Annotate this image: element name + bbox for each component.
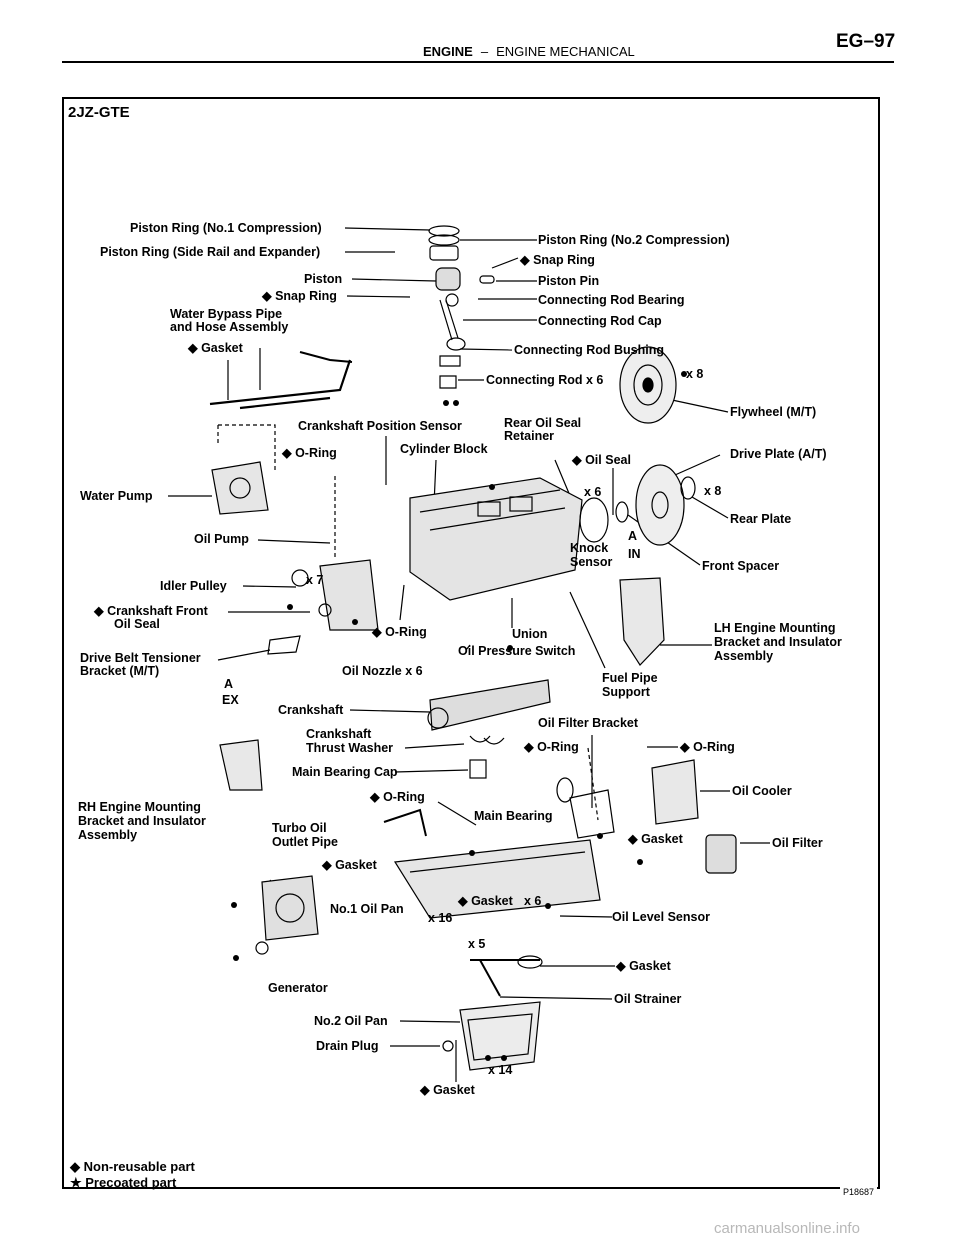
label-conrod-bearing: Connecting Rod Bearing bbox=[538, 293, 685, 307]
label-main-bearing-cap: Main Bearing Cap bbox=[292, 765, 398, 779]
label-lh-mount-2: Bracket and Insulator bbox=[714, 635, 842, 649]
label-oring-block: ◆ O-Ring bbox=[372, 625, 427, 639]
label-snap-ring-right: ◆ Snap Ring bbox=[520, 253, 595, 267]
label-rh-mount-2: Bracket and Insulator bbox=[78, 814, 206, 828]
label-x16: x 16 bbox=[428, 911, 453, 925]
watermark: carmanualsonline.info bbox=[714, 1220, 860, 1237]
label-x7: x 7 bbox=[306, 573, 324, 587]
label-crank-front-seal-2: Oil Seal bbox=[114, 617, 160, 631]
label-idler-pulley: Idler Pulley bbox=[160, 579, 227, 593]
label-gasket-cooler: ◆ Gasket bbox=[628, 832, 683, 846]
label-no2-oil-pan: No.2 Oil Pan bbox=[314, 1014, 388, 1028]
label-gasket-water-pipe: ◆ Gasket bbox=[188, 341, 243, 355]
label-oil-nozzle: Oil Nozzle x 6 bbox=[342, 664, 423, 678]
label-conrod-cap: Connecting Rod Cap bbox=[538, 314, 662, 328]
label-gasket-drain: ◆ Gasket bbox=[420, 1083, 475, 1097]
label-piston: Piston bbox=[304, 272, 343, 286]
label-oil-strainer: Oil Strainer bbox=[614, 992, 682, 1006]
label-conrod: Connecting Rod x 6 bbox=[486, 373, 604, 387]
label-piston-ring-side-rail: Piston Ring (Side Rail and Expander) bbox=[100, 245, 321, 259]
legend: ◆ Non-reusable part ★ Precoated part bbox=[70, 1159, 195, 1191]
label-oil-pressure-switch: Oil Pressure Switch bbox=[458, 644, 576, 658]
label-gasket-pan: ◆ Gasket bbox=[458, 894, 513, 908]
label-piston-ring-no2: Piston Ring (No.2 Compression) bbox=[538, 233, 730, 247]
label-piston-pin: Piston Pin bbox=[538, 274, 600, 288]
label-exhaust-side: EX bbox=[222, 693, 239, 707]
header-separator: – bbox=[480, 44, 489, 59]
label-oil-level-sensor: Oil Level Sensor bbox=[612, 910, 710, 924]
legend-precoated: ★ Precoated part bbox=[70, 1175, 177, 1190]
header-title: ENGINE–ENGINE MECHANICAL bbox=[423, 44, 635, 59]
label-oil-seal: ◆ Oil Seal bbox=[572, 453, 631, 467]
label-x14: x 14 bbox=[488, 1063, 513, 1077]
label-flywheel: Flywheel (M/T) bbox=[730, 405, 817, 419]
label-rh-mount: RH Engine Mounting bbox=[78, 800, 201, 814]
label-knock: Knock bbox=[570, 541, 609, 555]
legend-non-reusable: ◆ Non-reusable part bbox=[70, 1159, 195, 1174]
label-water-bypass-pipe: Water Bypass Pipe bbox=[170, 307, 283, 321]
label-generator: Generator bbox=[268, 981, 328, 995]
label-fuel-pipe-support: Support bbox=[602, 685, 650, 699]
label-turbo-oil: Turbo Oil bbox=[272, 821, 327, 835]
label-piston-ring-no1: Piston Ring (No.1 Compression) bbox=[130, 221, 322, 235]
label-no1-oil-pan: No.1 Oil Pan bbox=[330, 902, 404, 916]
label-union: Union bbox=[512, 627, 548, 641]
label-a-ex-arrow: A bbox=[224, 677, 234, 691]
label-x8-flywheel: x 8 bbox=[686, 367, 704, 381]
label-conrod-bushing: Connecting Rod Bushing bbox=[514, 343, 664, 357]
label-gasket-strainer: ◆ Gasket bbox=[616, 959, 671, 973]
label-oring-turbo: ◆ O-Ring bbox=[370, 790, 425, 804]
label-lh-mount-3: Assembly bbox=[714, 649, 774, 663]
label-fuel-pipe: Fuel Pipe bbox=[602, 671, 658, 685]
label-crankshaft: Crankshaft bbox=[278, 703, 344, 717]
label-thrust-washer: Crankshaft bbox=[306, 727, 372, 741]
page-header: ENGINE–ENGINE MECHANICAL EG–97 bbox=[0, 0, 960, 64]
label-drive-plate: Drive Plate (A/T) bbox=[730, 447, 827, 461]
label-intake-side: IN bbox=[628, 547, 641, 561]
label-water-bypass-pipe-2: and Hose Assembly bbox=[170, 320, 289, 334]
header-section: ENGINE bbox=[423, 44, 473, 59]
engine-model-label: 2JZ-GTE bbox=[68, 104, 130, 121]
label-oil-filter: Oil Filter bbox=[772, 836, 823, 850]
label-front-spacer: Front Spacer bbox=[702, 559, 780, 573]
label-rear-plate: Rear Plate bbox=[730, 512, 792, 526]
label-oil-cooler: Oil Cooler bbox=[732, 784, 792, 798]
diagram-frame bbox=[62, 97, 880, 1189]
label-oring-water-pump: ◆ O-Ring bbox=[282, 446, 337, 460]
label-cylinder-block: Cylinder Block bbox=[400, 442, 488, 456]
label-gasket-turbo: ◆ Gasket bbox=[322, 858, 377, 872]
label-crank-front-seal: ◆ Crankshaft Front bbox=[94, 604, 208, 618]
header-rule bbox=[62, 61, 894, 63]
label-oil-pump: Oil Pump bbox=[194, 532, 249, 546]
label-rh-mount-3: Assembly bbox=[78, 828, 138, 842]
page-number: EG–97 bbox=[836, 31, 896, 52]
label-rear-oil-seal: Rear Oil Seal bbox=[504, 416, 582, 430]
label-drive-belt-tensioner-2: Bracket (M/T) bbox=[80, 664, 160, 678]
label-turbo-oil-outlet-pipe: Outlet Pipe bbox=[272, 835, 338, 849]
label-crankshaft-position-sensor: Crankshaft Position Sensor bbox=[298, 419, 462, 433]
label-snap-ring-left: ◆ Snap Ring bbox=[262, 289, 337, 303]
label-a-in-arrow: A bbox=[628, 529, 638, 543]
label-oil-filter-bracket: Oil Filter Bracket bbox=[538, 716, 639, 730]
label-rear-oil-seal-retainer: Retainer bbox=[504, 429, 555, 443]
label-main-bearing: Main Bearing bbox=[474, 809, 553, 823]
label-knock-sensor: Sensor bbox=[570, 555, 613, 569]
label-water-pump: Water Pump bbox=[80, 489, 153, 503]
figure-code: P18687 bbox=[840, 1187, 878, 1197]
label-thrust-washer-2: Thrust Washer bbox=[306, 741, 394, 755]
label-lh-mount: LH Engine Mounting bbox=[714, 621, 836, 635]
label-oring-cooler: ◆ O-Ring bbox=[680, 740, 735, 754]
label-drive-belt-tensioner: Drive Belt Tensioner bbox=[80, 651, 201, 665]
label-x5: x 5 bbox=[468, 937, 486, 951]
header-subsection: ENGINE MECHANICAL bbox=[496, 44, 635, 59]
label-x6-pan: x 6 bbox=[524, 894, 542, 908]
label-x8-drive-plate: x 8 bbox=[704, 484, 722, 498]
label-oring-filter: ◆ O-Ring bbox=[524, 740, 579, 754]
label-x6-retainer: x 6 bbox=[584, 485, 602, 499]
label-drain-plug: Drain Plug bbox=[316, 1039, 379, 1053]
